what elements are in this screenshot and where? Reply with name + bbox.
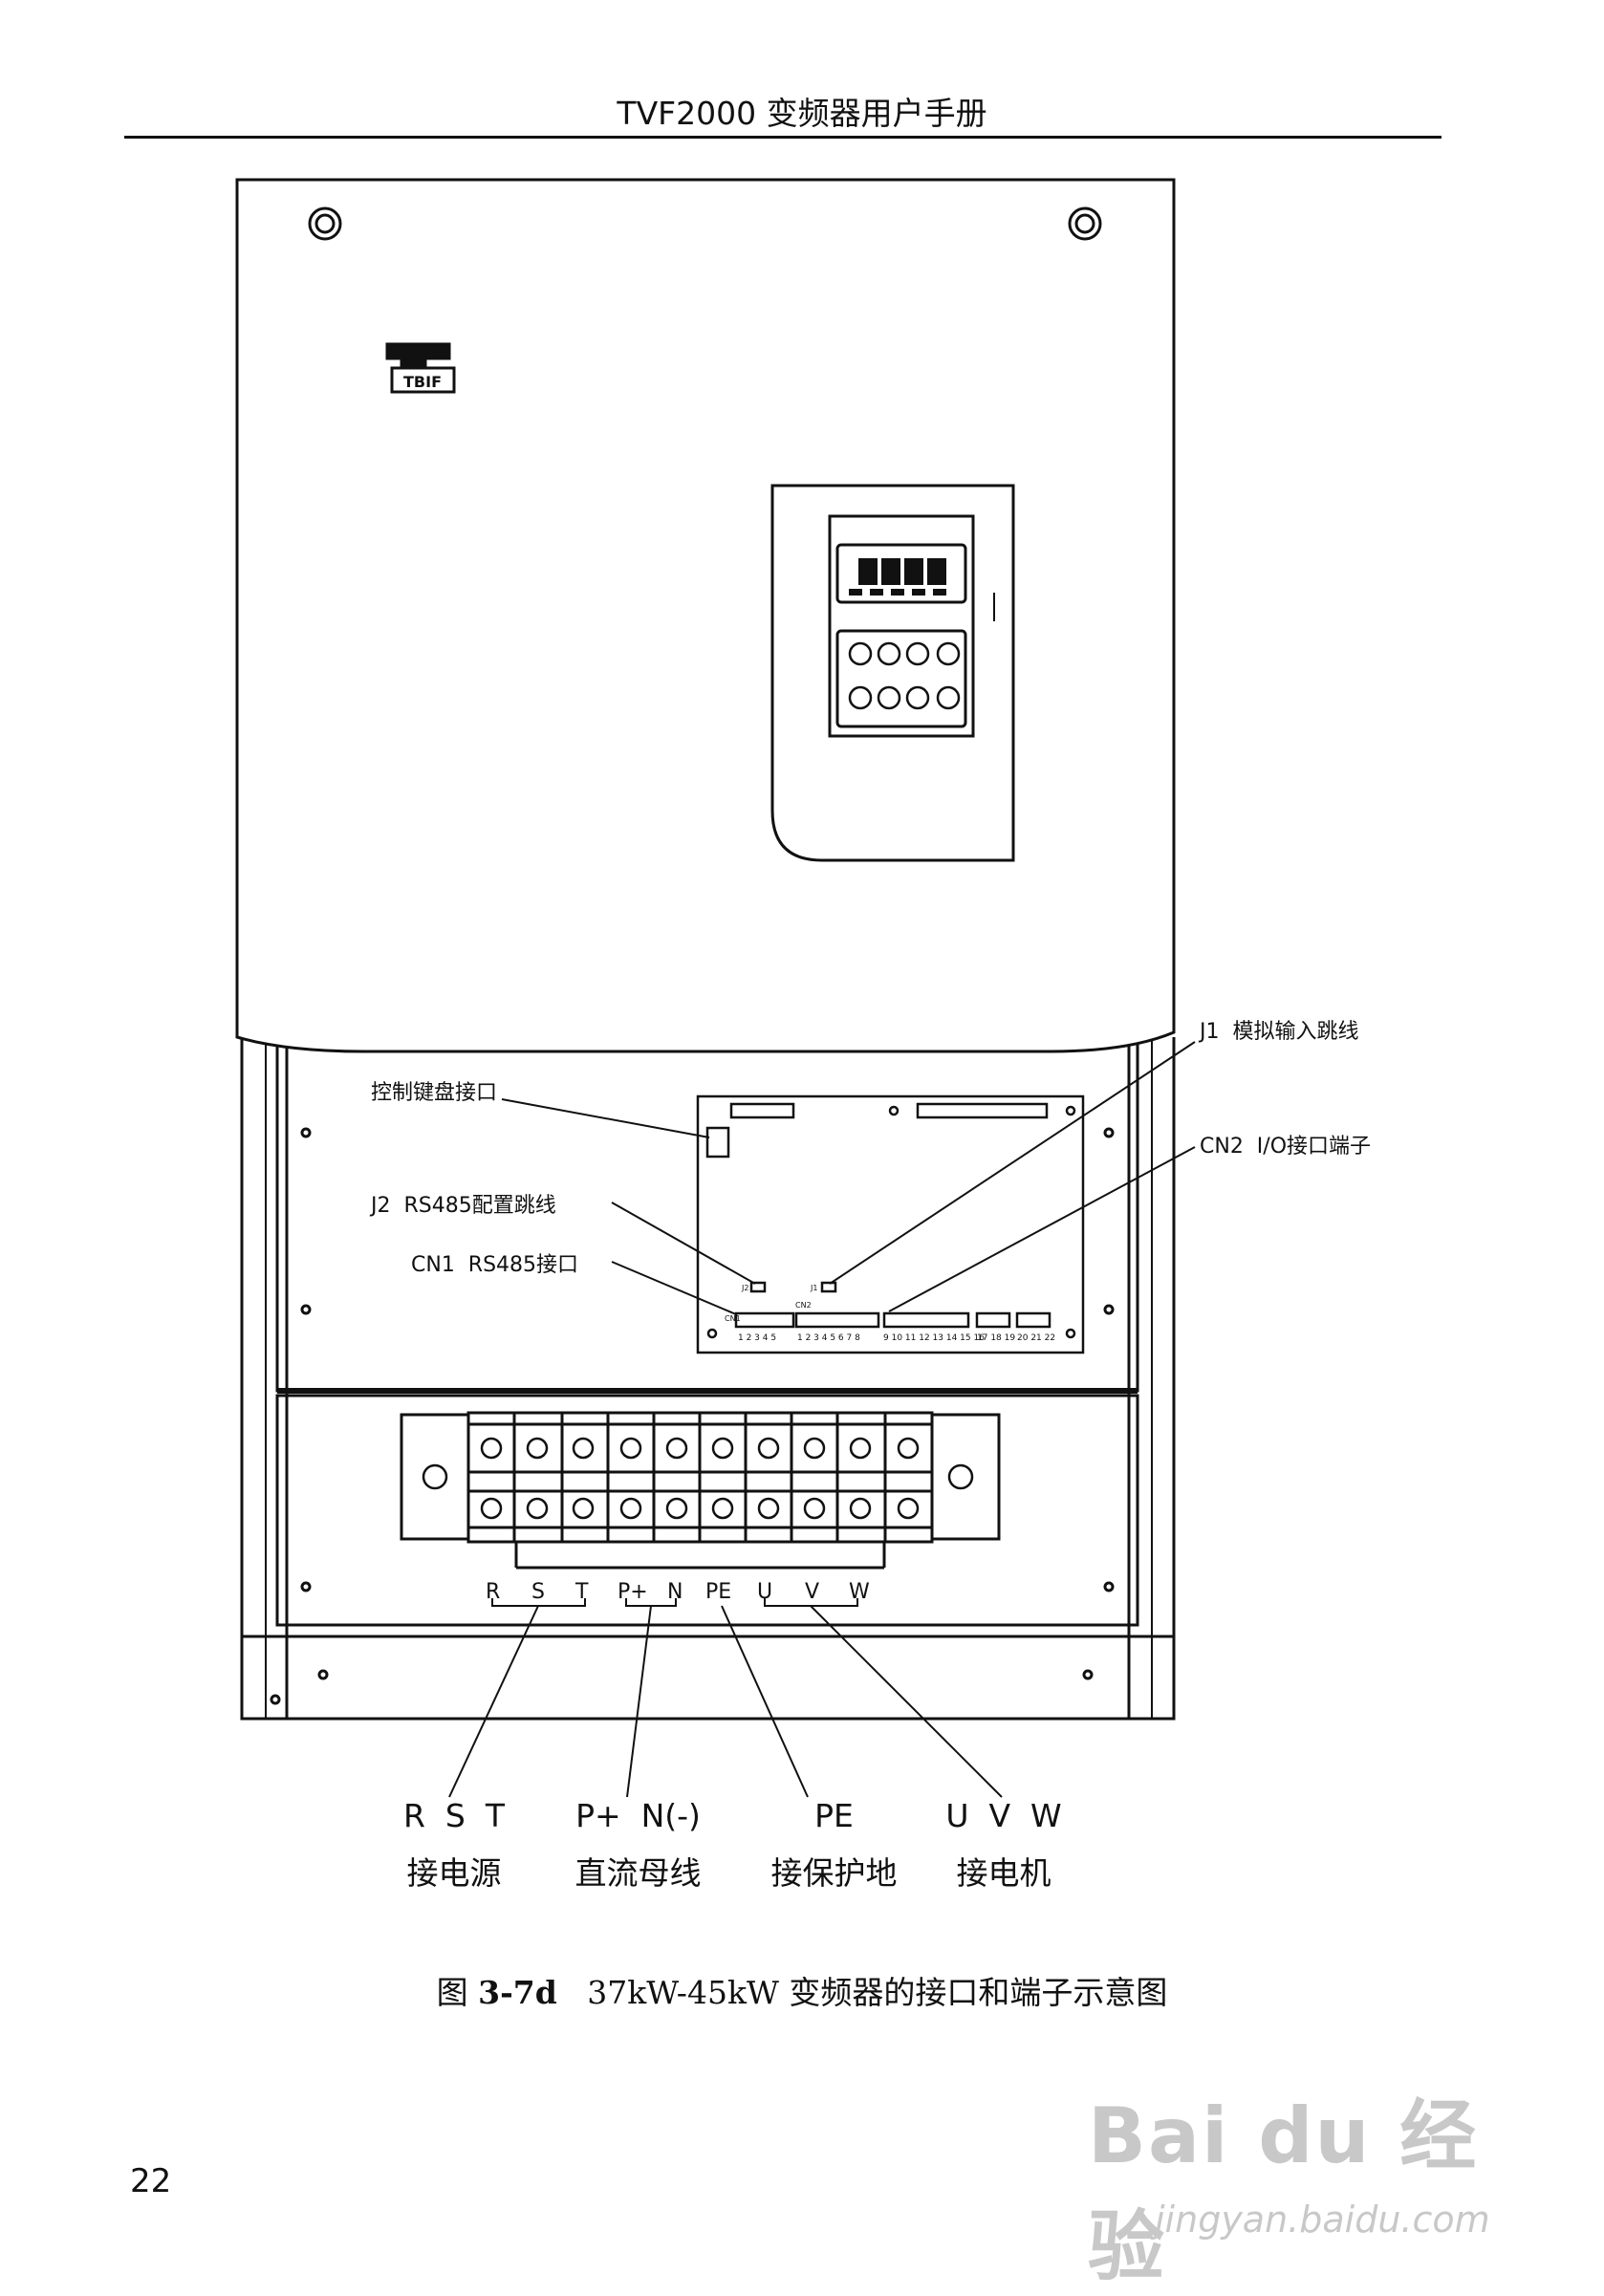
cn2-connector-a — [794, 1311, 880, 1329]
cover-screw-left — [308, 206, 342, 241]
callout-power-input-label: 接电源 — [406, 1854, 502, 1892]
keypad-fwd-button — [877, 685, 901, 710]
watermark-url: jingyan.baidu.com — [1155, 2199, 1490, 2241]
callout-power-input-symbols: R S T — [403, 1797, 505, 1834]
keypad-face — [828, 514, 975, 738]
cn2-tiny-label: CN2 — [795, 1301, 812, 1310]
terminal-letter-w: W — [849, 1580, 870, 1604]
keypad-digits — [849, 558, 946, 596]
callout-protective-earth: PE 接保护地 — [755, 1797, 913, 1894]
callout-motor-output: U V W 接电机 — [942, 1797, 1066, 1894]
callout-power-input: R S T 接电源 — [392, 1797, 516, 1894]
label-j1-analog-jumper: J1 模拟输入跳线 — [1198, 1020, 1358, 1044]
terminal-letter-p-plus: P+ — [618, 1580, 648, 1604]
page-number: 22 — [130, 2162, 172, 2200]
terminal-letter-pe: PE — [705, 1580, 731, 1604]
brand-logo — [385, 342, 456, 394]
watermark-brand: Bai du 经验 — [1088, 2091, 1479, 2291]
j1-jumper — [820, 1281, 837, 1293]
keypad-button-area — [835, 629, 967, 728]
leader-lines — [448, 1041, 1196, 1798]
cn2-connector-c — [975, 1311, 1011, 1329]
control-board — [696, 1094, 1085, 1354]
page-header-title: TVF2000 变频器用户手册 — [617, 95, 987, 132]
terminal-area-panel — [275, 1394, 1139, 1627]
keypad-run-button — [905, 685, 930, 710]
header-rule — [124, 136, 1441, 139]
keypad-down-button — [877, 641, 901, 666]
j2-tiny-label: J2 — [741, 1284, 748, 1292]
cn2a-pin-numbers: 1 2 3 4 5 6 7 8 — [797, 1333, 860, 1343]
figure-caption-prefix: 图 — [436, 1974, 479, 2011]
cn2d-pin-numbers: 20 21 22 — [1017, 1333, 1055, 1343]
j1-tiny-label: J1 — [810, 1284, 817, 1292]
cn2-connector-d — [1015, 1311, 1051, 1329]
keypad-shift-button — [848, 685, 873, 710]
inverter-diagram: TBIF 1 2 3 4 5 1 2 3 4 5 6 7 8 9 10 11 1… — [235, 178, 1371, 1798]
callout-motor-output-symbols: U V W — [945, 1797, 1062, 1834]
figure-caption-number: 3-7d — [478, 1974, 557, 2011]
cn1-connector — [734, 1311, 795, 1329]
keypad-buttons — [848, 641, 961, 710]
terminal-letter-r: R — [486, 1580, 500, 1604]
callout-motor-output-label: 接电机 — [956, 1854, 1051, 1892]
keypad-prg-button — [848, 641, 873, 666]
cn2b-pin-numbers: 9 10 11 12 13 14 15 16 — [883, 1333, 985, 1343]
watermark: Bai du 经验 jingyan.baidu.com — [1088, 2065, 1508, 2291]
terminal-block — [400, 1411, 1001, 1570]
callout-dc-bus-label: 直流母线 — [574, 1854, 702, 1892]
front-cover — [235, 178, 1176, 1053]
terminal-letter-v: V — [805, 1580, 819, 1604]
terminal-letter-n: N — [667, 1580, 683, 1604]
keypad-stop-button — [936, 685, 961, 710]
panel-mounting-holes — [270, 1127, 1115, 1705]
keypad-display — [835, 543, 967, 604]
label-j2-rs485-jumper: J2 RS485配置跳线 — [369, 1194, 556, 1218]
label-cn2-io-terminal: CN2 I/O接口端子 — [1200, 1135, 1371, 1159]
figure-caption-text: 37kW-45kW 变频器的接口和端子示意图 — [556, 1974, 1168, 2011]
label-keyboard-port: 控制键盘接口 — [371, 1081, 497, 1105]
chassis-foot — [240, 1635, 1176, 1721]
cn1-tiny-label: CN1 — [725, 1314, 741, 1323]
board-pin-numbers: 1 2 3 4 5 1 2 3 4 5 6 7 8 9 10 11 12 13 … — [725, 1284, 1055, 1343]
callout-protective-earth-label: 接保护地 — [770, 1854, 898, 1892]
label-cn1-rs485-port: CN1 RS485接口 — [411, 1253, 578, 1277]
keypad-set-button — [936, 641, 961, 666]
terminal-screws — [422, 1437, 974, 1520]
terminal-letter-s: S — [531, 1580, 545, 1604]
keypad-housing — [770, 484, 1015, 862]
terminal-letter-t: T — [574, 1580, 589, 1604]
terminal-letter-u: U — [757, 1580, 772, 1604]
callout-dc-bus: P+ N(-) 直流母线 — [559, 1797, 717, 1894]
cn1-pin-numbers: 1 2 3 4 5 — [738, 1333, 776, 1343]
cover-screw-right — [1068, 206, 1102, 241]
callout-dc-bus-symbols: P+ N(-) — [575, 1797, 701, 1834]
keyboard-port-connector — [705, 1126, 730, 1159]
chassis-left-rail — [240, 1037, 289, 1721]
keypad-up-button — [905, 641, 930, 666]
brand-logo-text: TBIF — [403, 373, 442, 391]
top-connector-right — [916, 1102, 1049, 1119]
cn2-connector-b — [882, 1311, 970, 1329]
callout-protective-earth-symbols: PE — [814, 1797, 854, 1834]
figure-caption: 图 3-7d 37kW-45kW 变频器的接口和端子示意图 — [0, 1967, 1604, 2013]
j2-jumper — [749, 1281, 767, 1293]
top-connector-left — [729, 1102, 795, 1119]
cn2c-pin-numbers: 17 18 19 — [977, 1333, 1015, 1343]
